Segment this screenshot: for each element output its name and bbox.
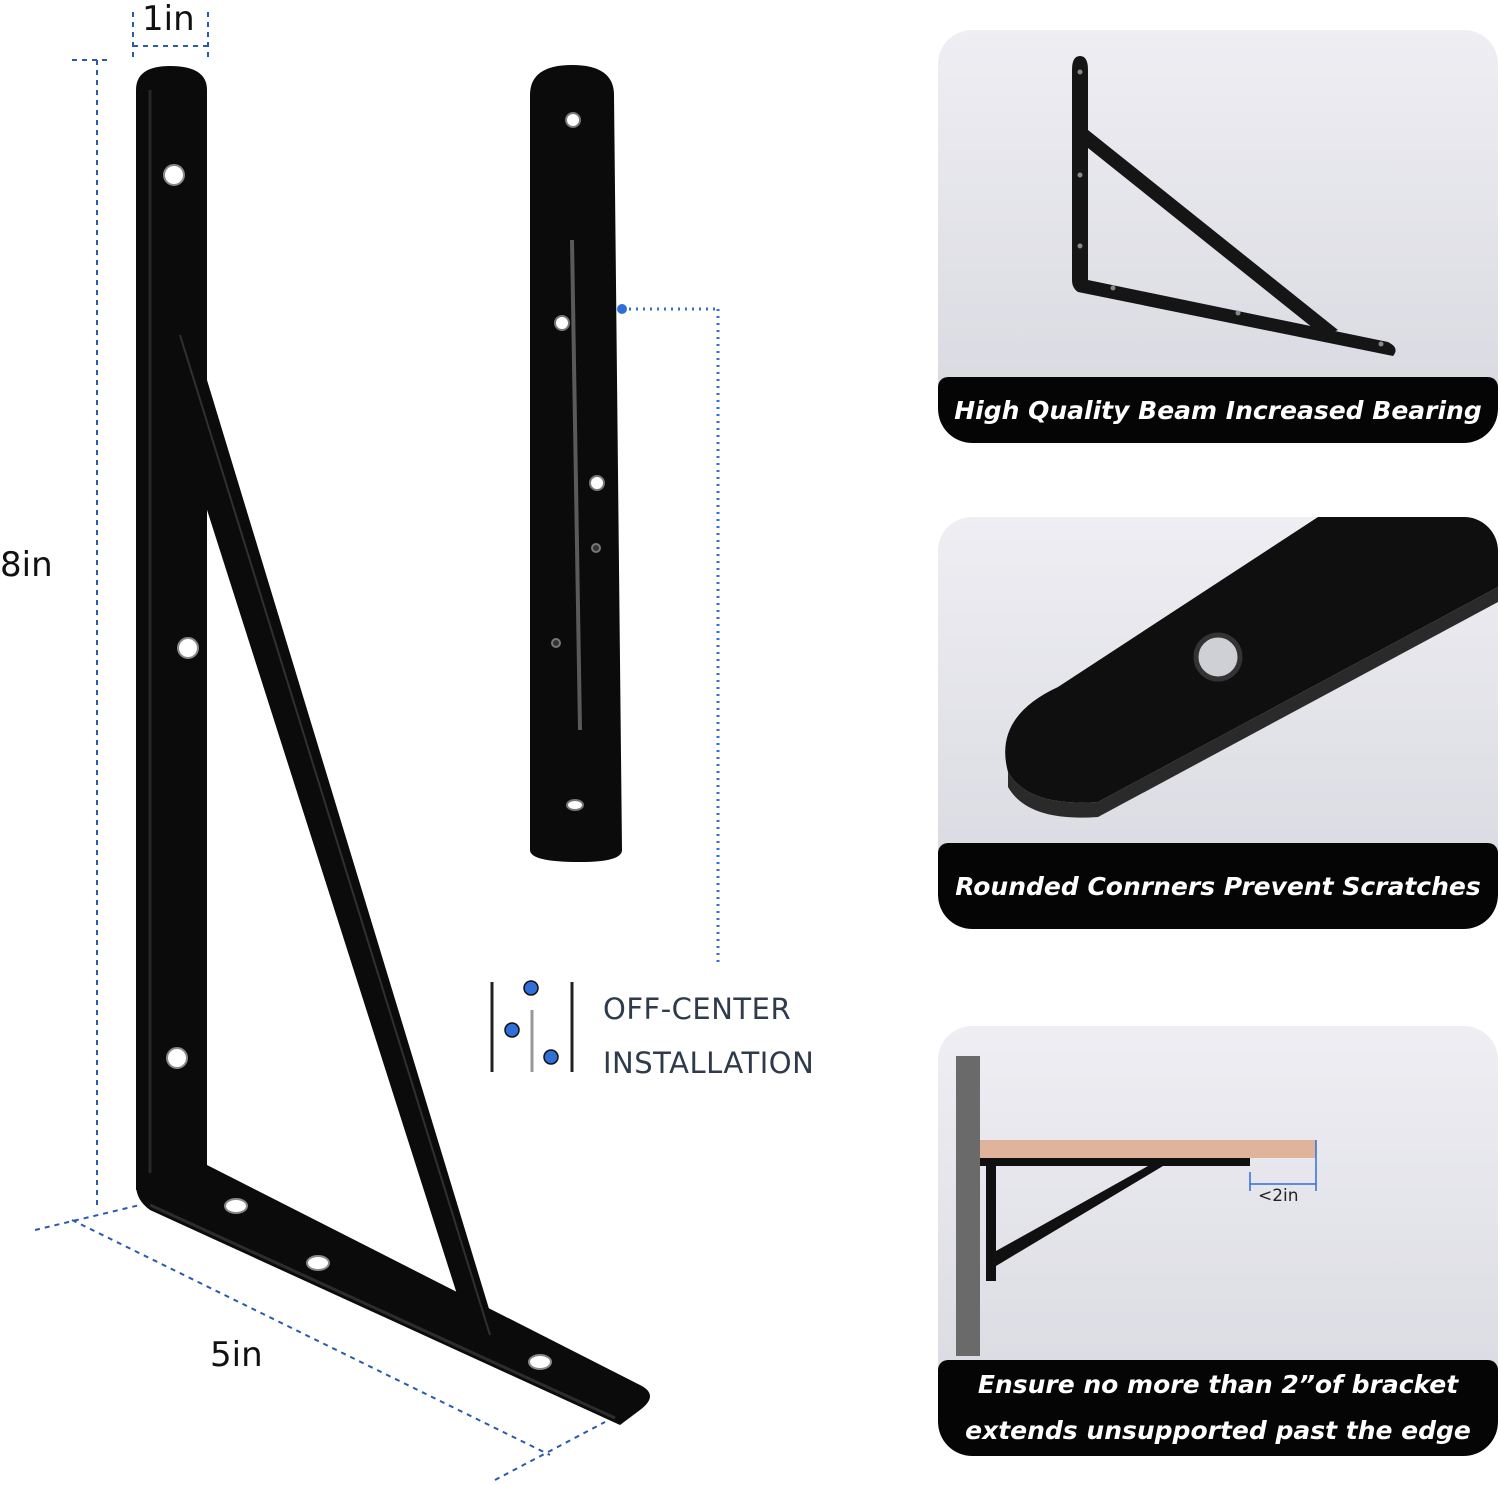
bracket-horizontal-arm bbox=[136, 1165, 650, 1425]
caption-overhang-line2: extends unsupported past the edge bbox=[965, 1416, 1471, 1445]
off-center-installation-label: OFF-CENTER INSTALLATION bbox=[603, 982, 814, 1090]
off-center-icon bbox=[490, 980, 574, 1072]
depth-dimension-label: 5in bbox=[210, 1335, 263, 1375]
triangle-bracket-image bbox=[1072, 56, 1396, 356]
overhang-label: <2in bbox=[1258, 1186, 1299, 1206]
panel-beam-bearing: High Quality Beam Increased Bearing bbox=[938, 30, 1498, 443]
rounded-corner-closeup-image bbox=[1005, 517, 1498, 818]
callout-line bbox=[622, 307, 720, 965]
width-dimension-label: 1in bbox=[142, 0, 195, 39]
caption-overhang-guidance: Ensure no more than 2”of bracket extends… bbox=[938, 1360, 1498, 1456]
height-dimension-label: 8in bbox=[0, 545, 53, 585]
mounting-holes bbox=[163, 164, 552, 1370]
caption-beam-bearing: High Quality Beam Increased Bearing bbox=[938, 377, 1498, 443]
caption-rounded-corners: Rounded Conrners Prevent Scratches bbox=[938, 843, 1498, 929]
main-bracket-illustration bbox=[34, 12, 720, 1481]
bracket-vertical-arm bbox=[136, 66, 207, 1190]
panel-overhang-guidance: <2in Ensure no more than 2”of bracket ex… bbox=[938, 1026, 1498, 1456]
off-center-line1: OFF-CENTER bbox=[603, 992, 792, 1026]
bracket-diagonal-brace bbox=[172, 322, 500, 1345]
shelf-overhang-diagram bbox=[956, 1056, 1317, 1356]
off-center-line2: INSTALLATION bbox=[603, 1046, 815, 1080]
panel-rounded-corners: Rounded Conrners Prevent Scratches bbox=[938, 517, 1498, 929]
caption-overhang-line1: Ensure no more than 2”of bracket bbox=[977, 1370, 1459, 1399]
dimension-lines bbox=[34, 12, 606, 1481]
